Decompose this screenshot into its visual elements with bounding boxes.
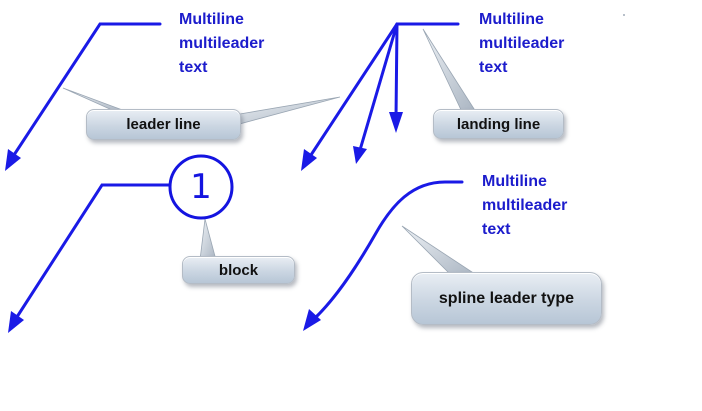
arrowhead-top-left — [5, 149, 21, 171]
multileader-text-top-right: Multiline multileader text — [479, 8, 564, 80]
text-line: text — [482, 221, 511, 238]
spline-callout-pointer — [401, 225, 480, 277]
multileader-text-top-left: Multiline multileader text — [179, 8, 264, 80]
block-balloon-number: 1 — [190, 167, 212, 207]
landing-line-callout-pointer — [422, 28, 477, 113]
leader-line-callout-pointer-right — [227, 96, 341, 127]
callout-leader-line: leader line — [86, 109, 241, 140]
callout-block: block — [182, 256, 295, 284]
block-callout-pointer — [199, 218, 217, 261]
text-line: multileader — [179, 35, 265, 52]
leader-top-left — [10, 22, 162, 160]
text-line: Multiline — [479, 11, 544, 28]
arrowhead-top-right-2 — [353, 146, 367, 164]
leader-spline — [312, 180, 464, 321]
block-balloon-circle — [168, 154, 234, 220]
text-line: text — [479, 59, 508, 76]
speck — [623, 14, 625, 16]
leader-block — [13, 183, 172, 322]
callout-landing-line: landing line — [433, 109, 564, 139]
leader-top-right — [307, 22, 460, 160]
text-line: text — [179, 59, 208, 76]
text-line: multileader — [482, 197, 568, 214]
multileader-text-bottom-right: Multiline multileader text — [482, 170, 567, 242]
arrowhead-top-right-1 — [301, 149, 317, 171]
text-line: Multiline — [179, 11, 244, 28]
text-line: Multiline — [482, 173, 547, 190]
arrowhead-spline — [303, 309, 321, 331]
text-line: multileader — [479, 35, 565, 52]
arrowhead-block — [8, 311, 24, 333]
callout-spline-leader-type: spline leader type — [411, 272, 602, 325]
arrowhead-top-right-3 — [389, 112, 403, 133]
